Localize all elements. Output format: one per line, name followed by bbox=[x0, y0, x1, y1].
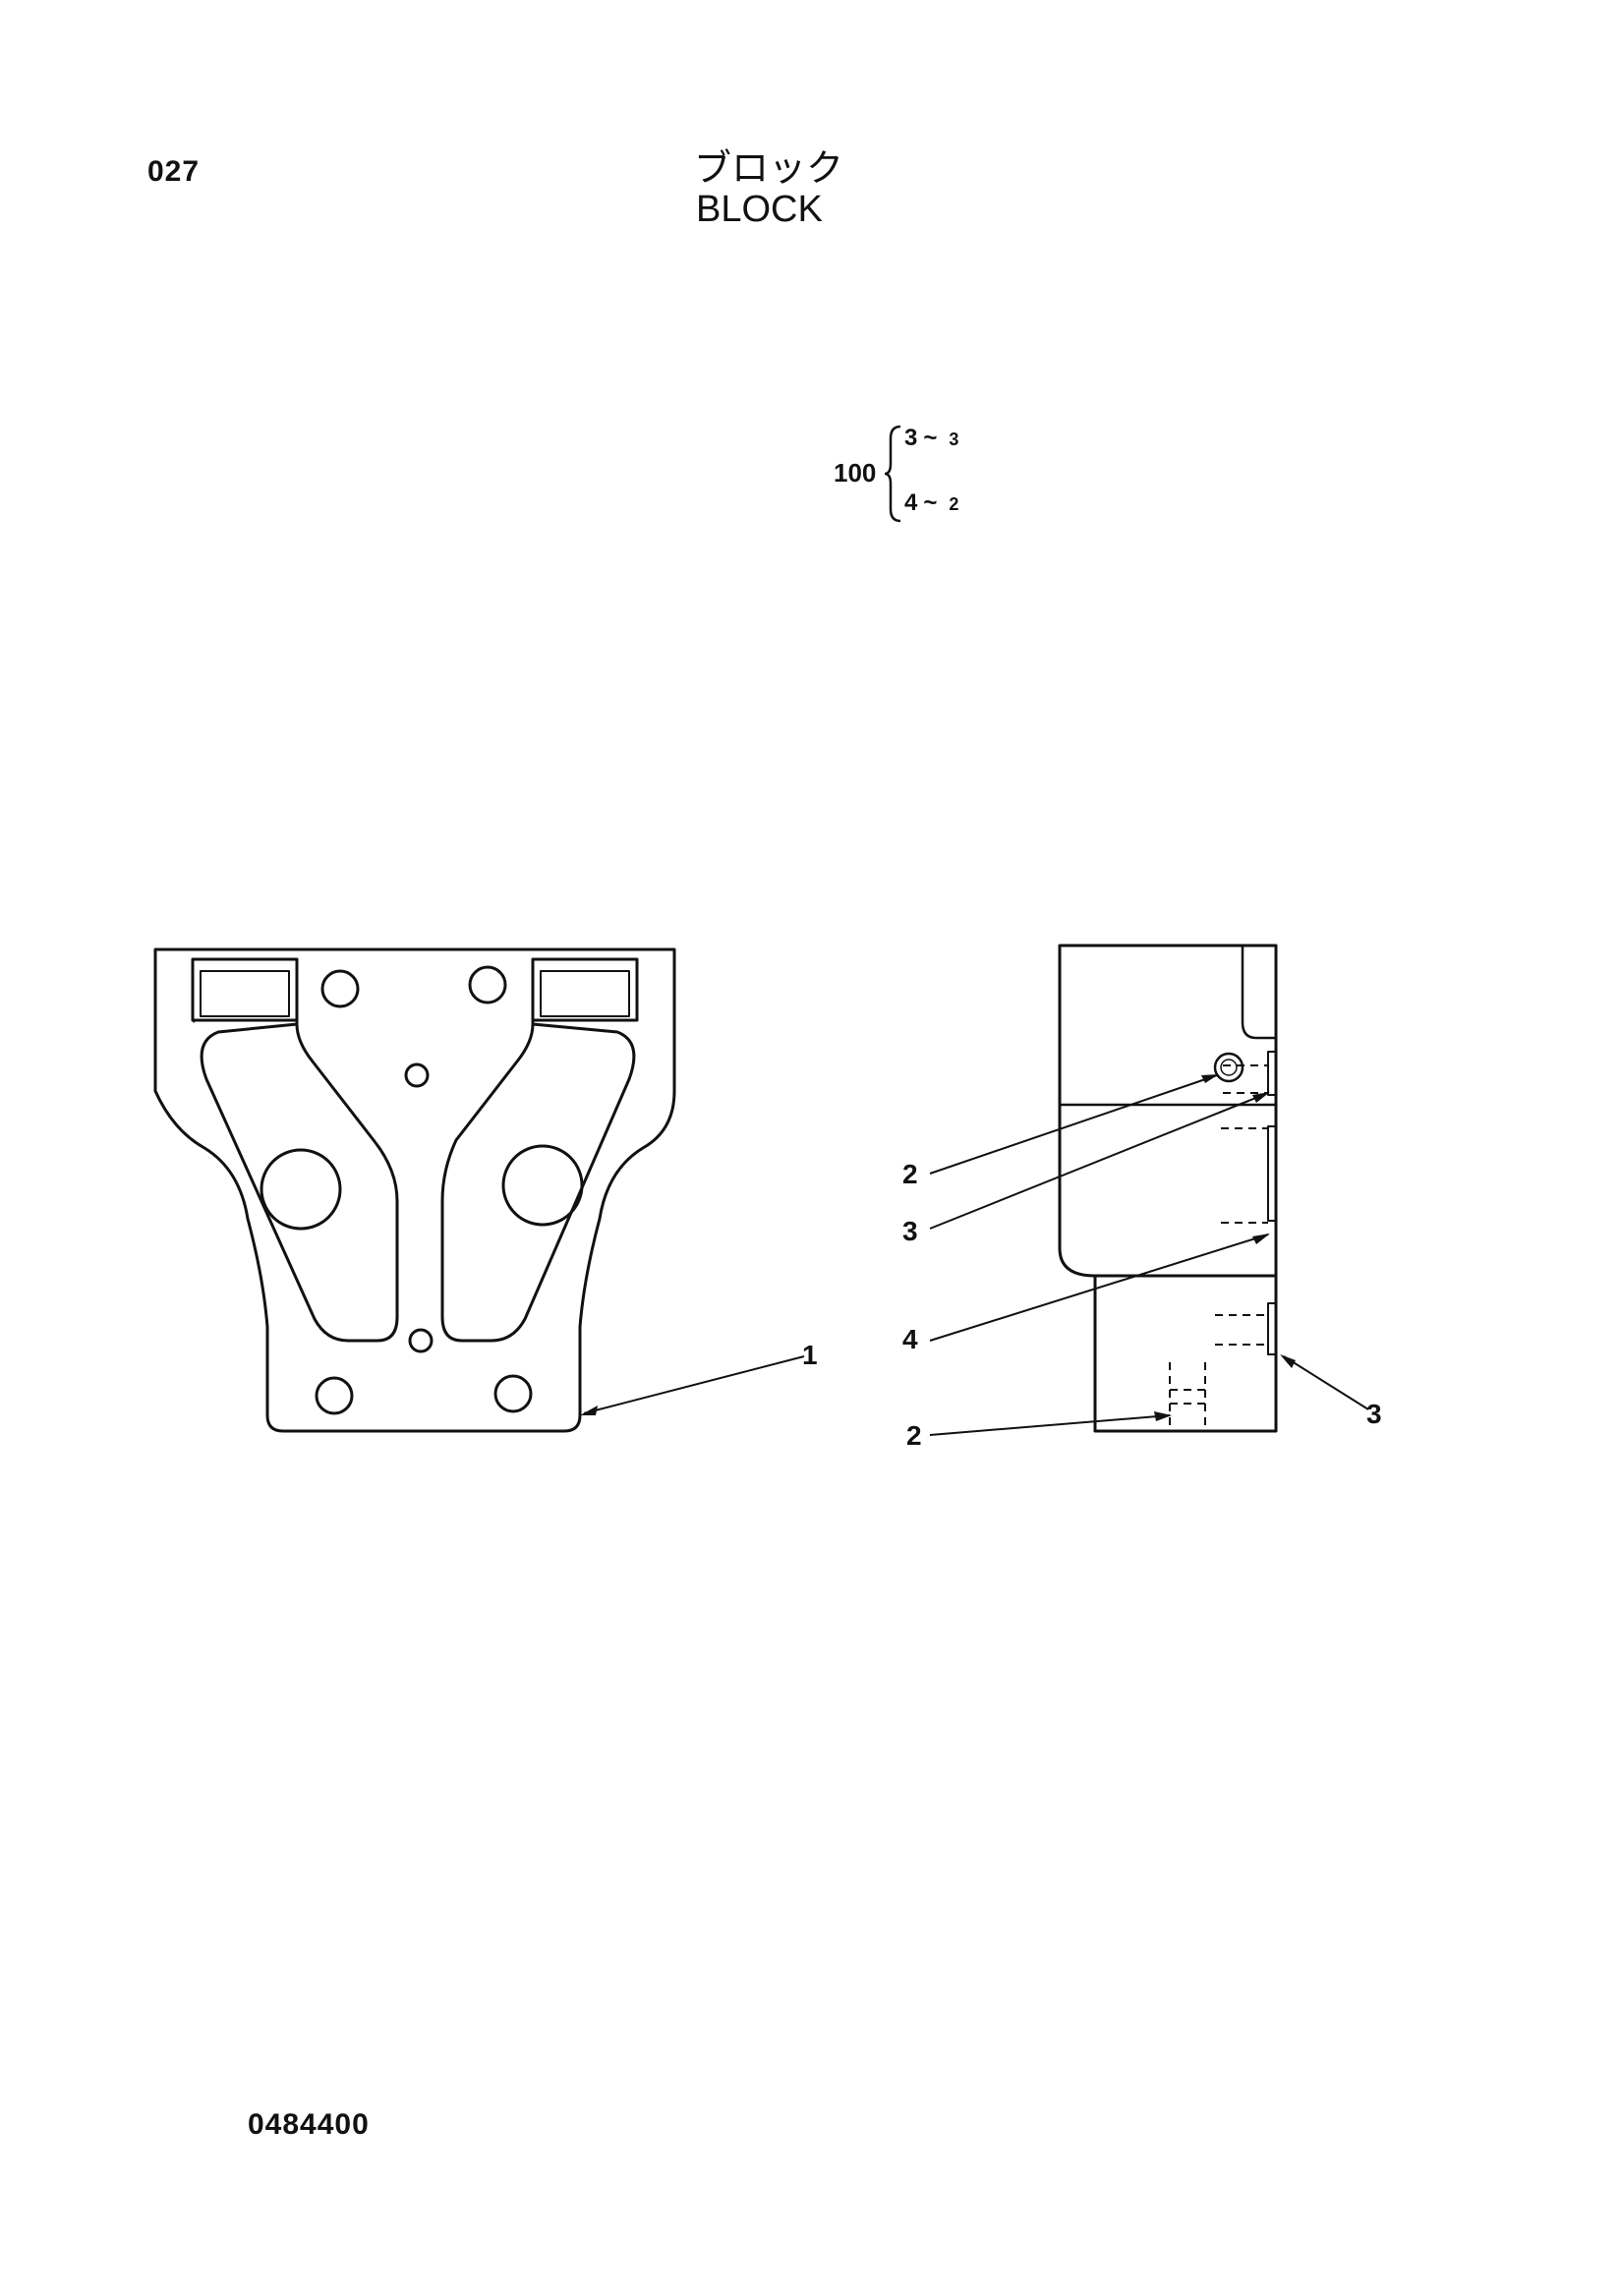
part-title-japanese: ブロック bbox=[694, 146, 844, 190]
kit-reference: 100 3~3 4~2 bbox=[834, 425, 1001, 523]
front-view-block bbox=[153, 947, 676, 1433]
brace-icon bbox=[884, 425, 901, 523]
callout-3-lower: 3 bbox=[1366, 1399, 1382, 1429]
callout-1: 1 bbox=[802, 1340, 818, 1370]
kit-quantity: 100 bbox=[834, 458, 877, 488]
callout-3-upper: 3 bbox=[902, 1216, 918, 1246]
side-view-block bbox=[1058, 944, 1278, 1433]
callout-2-port: 2 bbox=[902, 1159, 918, 1189]
callout-4: 4 bbox=[902, 1324, 918, 1354]
page-number: 027 bbox=[147, 155, 201, 188]
arrow-heads bbox=[580, 1074, 1296, 1421]
leader-lines bbox=[583, 1074, 1369, 1436]
kit-item-2: 4~2 bbox=[904, 489, 959, 516]
callout-2-bottom: 2 bbox=[906, 1420, 922, 1451]
part-title-english: BLOCK bbox=[696, 189, 823, 230]
catalog-number: 0484400 bbox=[248, 2108, 370, 2141]
kit-item-1: 3~3 bbox=[904, 425, 959, 451]
